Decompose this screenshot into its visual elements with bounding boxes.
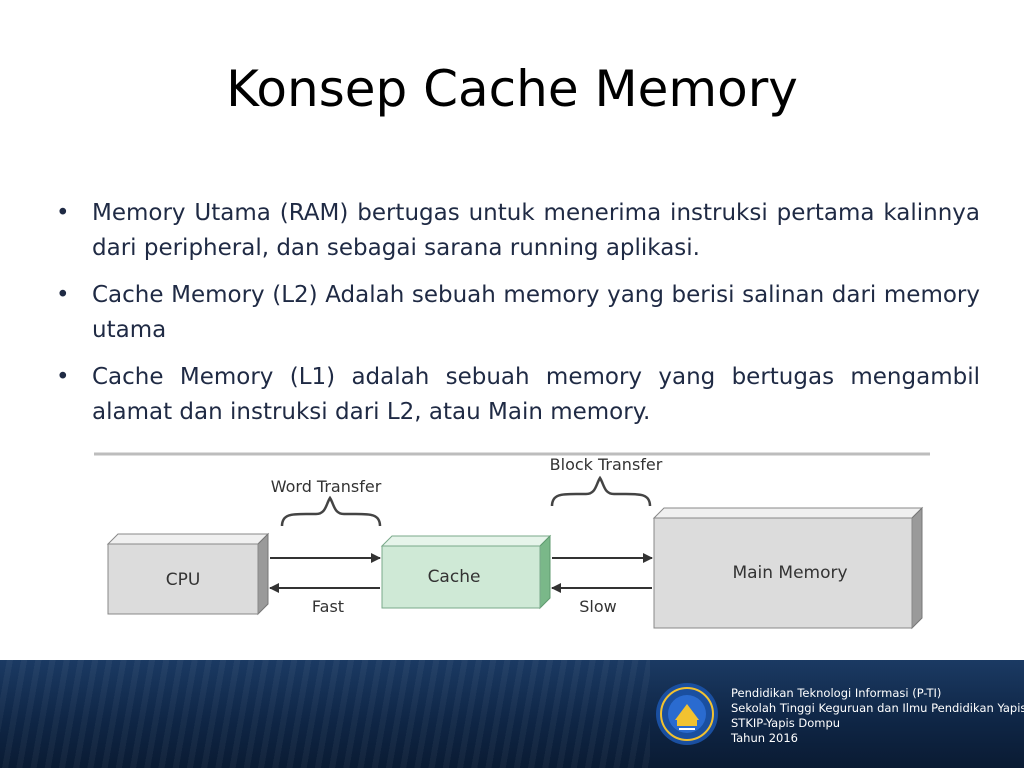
bullet-dot-icon: • [56, 200, 70, 226]
cache-diagram: Word Transfer Block Transfer CPU Cache M… [94, 452, 930, 630]
footer-line-campus: STKIP-Yapis Dompu [731, 716, 841, 730]
block-transfer-label: Block Transfer [550, 455, 663, 474]
footer-banner [0, 660, 1024, 768]
footer-texture [0, 660, 650, 768]
word-transfer-label: Word Transfer [271, 477, 382, 496]
university-seal-icon [656, 683, 718, 745]
bullet-dot-icon: • [56, 364, 70, 390]
main-memory-label: Main Memory [732, 563, 847, 583]
cpu-box: CPU [106, 532, 270, 616]
bullet-dot-icon: • [56, 282, 70, 308]
footer-line-year: Tahun 2016 [731, 731, 798, 745]
footer-line-program: Pendidikan Teknologi Informasi (P-TI) [731, 686, 942, 700]
bullet-item: • Memory Utama (RAM) bertugas untuk mene… [56, 196, 980, 266]
bullet-text: Cache Memory (L1) adalah sebuah memory y… [92, 364, 980, 425]
footer-info: Pendidikan Teknologi Informasi (P-TI) Se… [731, 686, 1024, 746]
fast-label: Fast [312, 597, 344, 616]
slow-label: Slow [579, 597, 616, 616]
block-transfer-brace-icon [550, 475, 652, 507]
slide-title: Konsep Cache Memory [226, 60, 798, 118]
word-transfer-brace-icon [280, 495, 382, 527]
footer-line-institution: Sekolah Tinggi Keguruan dan Ilmu Pendidi… [731, 701, 1024, 715]
cpu-label: CPU [166, 570, 201, 590]
bullet-item: • Cache Memory (L2) Adalah sebuah memory… [56, 278, 980, 348]
cache-label: Cache [428, 567, 481, 587]
bullet-text: Memory Utama (RAM) bertugas untuk meneri… [92, 200, 980, 261]
cache-box: Cache [380, 534, 552, 610]
bullet-text: Cache Memory (L2) Adalah sebuah memory y… [92, 282, 980, 343]
main-memory-box: Main Memory [652, 506, 924, 630]
bullet-list: • Memory Utama (RAM) bertugas untuk mene… [56, 196, 980, 442]
bullet-item: • Cache Memory (L1) adalah sebuah memory… [56, 360, 980, 430]
